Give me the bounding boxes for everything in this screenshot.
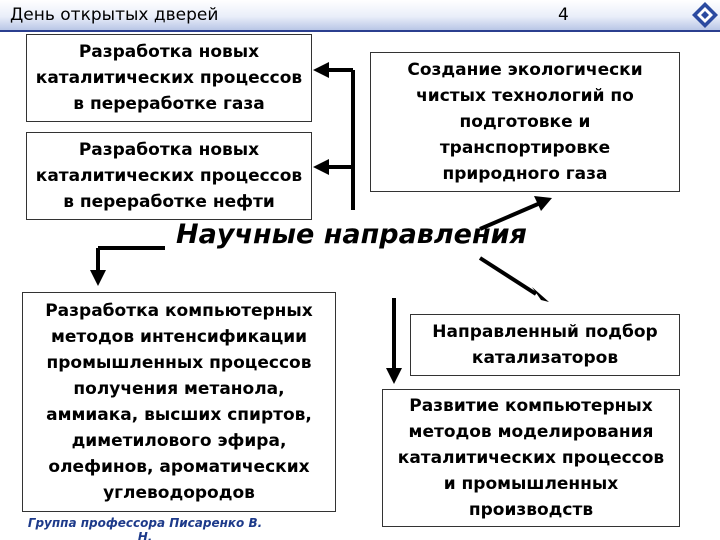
arrowhead-gas [313,62,329,78]
box-computer-methods: Разработка компьютерных методов интенсиф… [22,292,336,512]
box-catalyst-selection: Направленный подбор катализаторов [410,314,680,376]
arrow-to-catalyst-line [478,256,538,296]
page-number: 4 [558,5,569,25]
box-oil-processing: Разработка новых каталитических процессо… [26,132,312,220]
arrow-to-eco-line [479,202,539,231]
logo-icon [692,2,718,28]
presentation-title: День открытых дверей [10,5,219,25]
arrowhead-modeling [386,368,402,384]
diagram-heading: Научные направления [176,219,527,250]
arrowhead-computer [90,270,106,286]
box-gas-processing: Разработка новых каталитических процессо… [26,34,312,122]
box-eco-technologies: Создание экологически чистых технологий … [370,52,680,192]
arrowhead-oil [313,159,329,175]
title-bar: День открытых дверей 4 [0,0,720,32]
arrowhead-catalyst [532,287,549,302]
footer-credit: Группа профессора Писаренко В. Н. [27,516,263,540]
arrowhead-eco [534,196,552,211]
box-modeling-methods: Развитие компьютерных методов моделирова… [382,389,680,527]
